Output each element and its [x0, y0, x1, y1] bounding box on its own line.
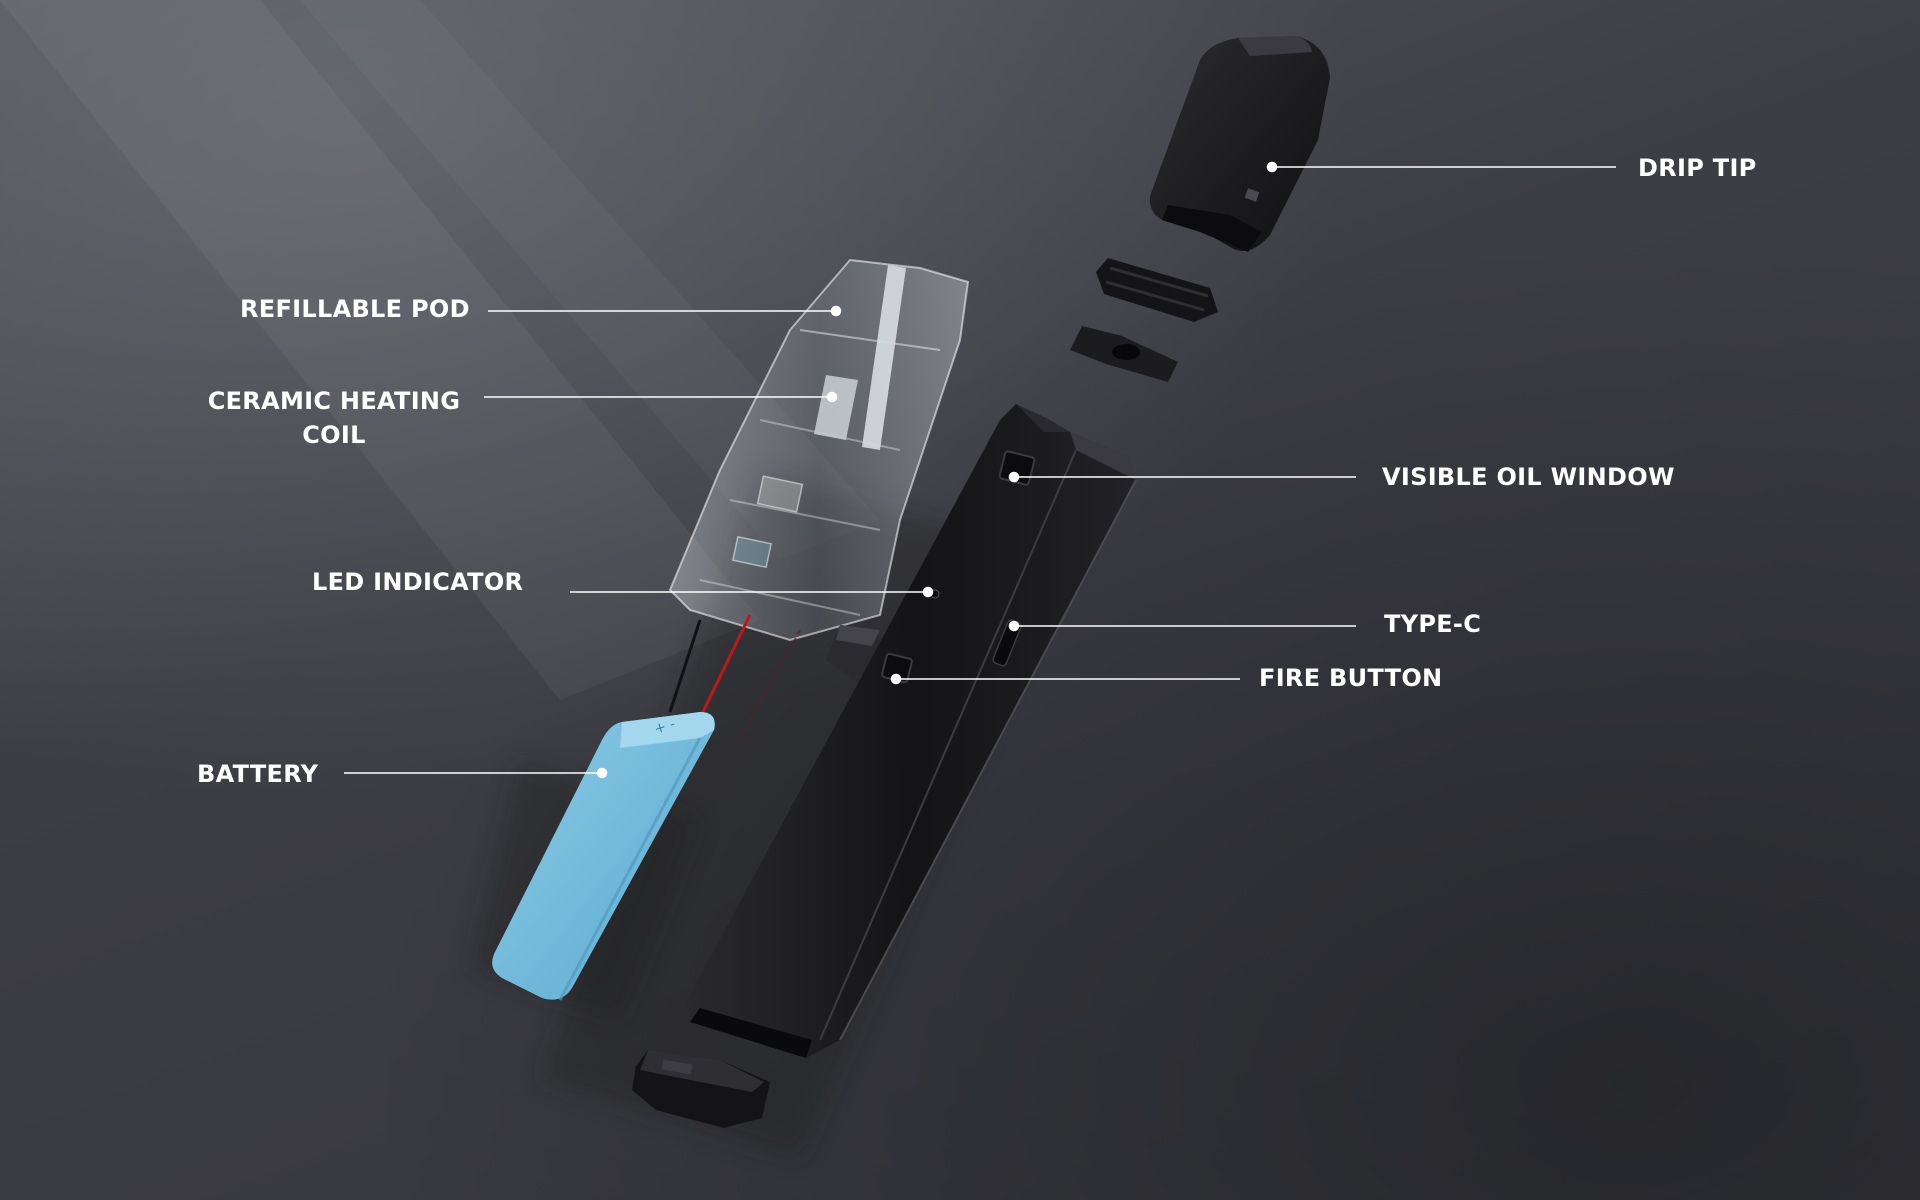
magnet-cap	[1070, 326, 1178, 382]
battery: + -	[492, 712, 715, 1001]
label-ceramic-heating-coil-line2: COIL	[302, 421, 366, 449]
drip-tip	[1149, 36, 1330, 252]
label-type-c: TYPE-C	[1384, 610, 1482, 638]
battery-wires	[668, 614, 801, 741]
label-ceramic-heating-coil-line1: CERAMIC HEATING	[207, 387, 461, 415]
label-fire-button: FIRE BUTTON	[1259, 664, 1443, 692]
leader-dot-drip-tip	[1266, 161, 1278, 173]
label-ceramic-heating-coil: CERAMIC HEATING COIL	[204, 384, 464, 452]
leader-dot-type-c	[1008, 620, 1020, 632]
leader-dot-battery	[596, 767, 608, 779]
leader-dot-led-indicator	[922, 586, 934, 598]
label-battery: BATTERY	[197, 760, 319, 788]
ceramic-coil	[814, 375, 858, 440]
leader-dot-refillable-pod	[830, 305, 842, 317]
label-drip-tip: DRIP TIP	[1638, 154, 1757, 182]
label-refillable-pod: REFILLABLE POD	[240, 295, 470, 323]
device-body	[686, 404, 1137, 1058]
battery-terminal-marks: + -	[652, 716, 677, 738]
light-beam	[0, 0, 760, 700]
bottom-cap	[632, 1050, 770, 1128]
label-visible-oil-window: VISIBLE OIL WINDOW	[1382, 463, 1675, 491]
refillable-pod	[668, 258, 970, 642]
leader-dot-oil-window	[1008, 471, 1020, 483]
leader-dot-ceramic-coil	[826, 391, 838, 403]
label-led-indicator: LED INDICATOR	[312, 568, 524, 596]
leader-lines	[344, 161, 1616, 779]
leader-dot-fire-button	[890, 673, 902, 685]
silicone-seal	[1096, 258, 1218, 322]
